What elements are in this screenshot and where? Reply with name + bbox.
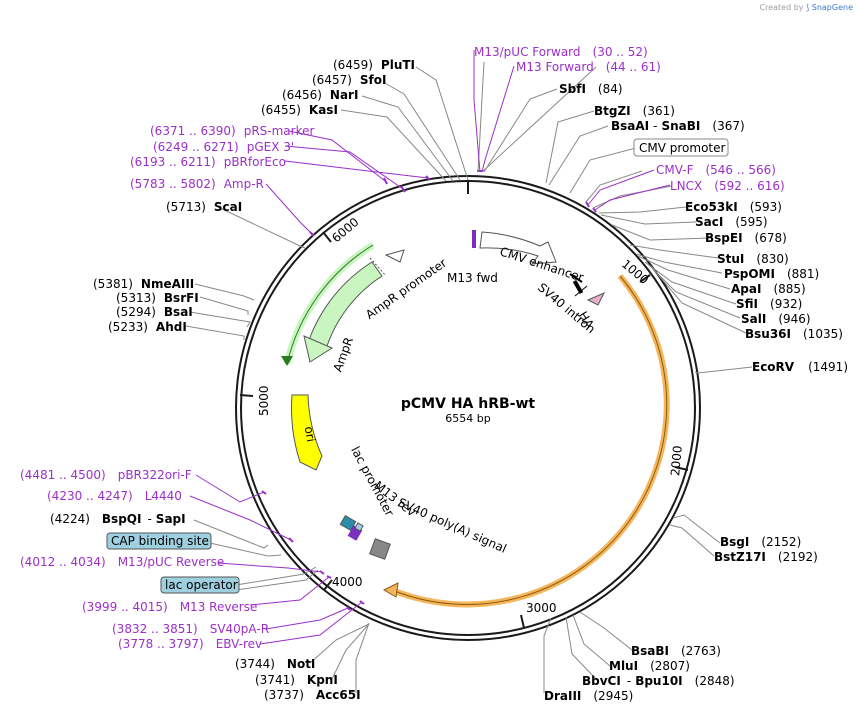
- eco53ki-site: Eco53kI(593): [685, 200, 782, 214]
- sali-site: SalI(946): [741, 312, 811, 326]
- bsai-site: (5294)BsaI: [116, 305, 193, 319]
- kasi-site: (6455)KasI: [261, 103, 338, 117]
- lac-promoter-label: lac promoter: [348, 444, 396, 518]
- tick-label-3000: 3000: [526, 601, 557, 615]
- pspomi-site: PspOMI(881): [724, 267, 819, 281]
- labels-bottom-right: BsgI(2152) BstZ17I(2192) BsaBI(2763) Mlu…: [544, 535, 818, 703]
- bspei-site: BspEI(678): [705, 231, 787, 245]
- labels-top-left: (6459)PluTI (6457)SfoI (6456)NarI (6455)…: [93, 58, 415, 334]
- mlui-site: MluI(2807): [609, 659, 690, 673]
- lac-region-features: [339, 514, 391, 560]
- orf-arrow-icon: [382, 582, 399, 598]
- btgzi-site: BtgZI(361): [594, 104, 675, 118]
- ampr-primer: (5783 .. 5802)Amp-R: [130, 177, 264, 191]
- nmeaiii-site: (5381)NmeAIII: [93, 277, 194, 291]
- tick-5000: [239, 394, 254, 397]
- ampr-promoter-arrow-icon: [384, 249, 405, 263]
- sfii-site: SfiI(932): [736, 297, 802, 311]
- ori-feature: ori: [291, 394, 323, 471]
- bstz17i-site: BstZ17I(2192): [714, 550, 818, 564]
- pgex-primer: (6249 .. 6271)pGEX 3': [153, 140, 294, 154]
- plasmid-size: 6554 bp: [445, 412, 490, 425]
- tick-3000: [520, 614, 525, 629]
- sfoi-site: (6457)SfoI: [312, 73, 386, 87]
- tick-marks: [239, 180, 689, 629]
- primer-leader-lines: [189, 50, 671, 645]
- cmv-promoter-label: CMV promoter: [639, 141, 726, 155]
- m13-reverse-primer: (3999 .. 4015)M13 Reverse: [82, 600, 257, 614]
- bsgi-site: BsgI(2152): [720, 535, 801, 549]
- m13puc-forward-primer: M13/pUC Forward(30 .. 52): [474, 45, 648, 59]
- created-by-text: Created by: [759, 3, 804, 12]
- tick-label-5000: 5000: [257, 385, 271, 416]
- m13puc-reverse-primer: (4012 .. 4034)M13/pUC Reverse: [20, 555, 224, 569]
- snapgene-brand: SnapGene: [811, 3, 853, 12]
- lac-operator-label: lac operator: [165, 578, 238, 592]
- ha-feature: [569, 273, 606, 306]
- ahdi-site: (5233)AhdI: [108, 320, 187, 334]
- kpni-site: (3741)KpnI: [255, 673, 338, 687]
- ampr-label: AmpR: [331, 335, 356, 373]
- scai-site: (5713)ScaI: [166, 200, 242, 214]
- stui-site: StuI(830): [717, 252, 789, 266]
- ori-label: ori: [302, 425, 318, 443]
- lac-operator-box: [160, 576, 240, 594]
- acc65i-site: (3737)Acc65I: [264, 688, 361, 702]
- tick-4000: [323, 579, 333, 591]
- tick-label-2000: 2000: [668, 445, 685, 477]
- ebv-rev-primer: (3778 .. 3797)EBV-rev: [118, 637, 262, 651]
- prs-marker-primer: (6371 .. 6390)pRS-marker: [150, 124, 314, 138]
- ecorv-site: EcoRV(1491): [752, 360, 848, 374]
- primer-ticks: [261, 170, 597, 611]
- labels-top-right: M13/pUC Forward(30 .. 52) M13 Forward(44…: [474, 45, 848, 374]
- cap-binding-site-label: CAP binding site: [111, 534, 209, 548]
- pbr322ori-f-primer: (4481 .. 4500)pBR322ori-F: [20, 468, 192, 482]
- cmv-enhancer-feature: [472, 230, 557, 265]
- sv40-polya-label: SV40 poly(A) signal: [396, 495, 509, 555]
- snapgene-credit: Created by ⟆ SnapGene: [760, 3, 853, 12]
- orf-feature: [382, 274, 670, 608]
- cmv-promoter-box: [633, 138, 729, 157]
- bsu36i-site: Bsu36I(1035): [745, 327, 843, 341]
- pbrforeco-primer: (6193 .. 6211)pBRforEco: [130, 155, 286, 169]
- m13-fwd-label: M13 fwd: [447, 271, 498, 285]
- snapgene-logo-icon: ⟆: [806, 3, 810, 12]
- saci-site: SacI(595): [695, 215, 768, 229]
- cap-binding-site-box: [106, 532, 212, 550]
- plasmid-title: pCMV HA hRB-wt 6554 bp: [401, 396, 536, 425]
- labels-bottom-left: (4481 .. 4500)pBR322ori-F (4230 .. 4247)…: [20, 468, 361, 702]
- ampr-arrow-icon: [281, 356, 293, 366]
- tick-label-4000: 4000: [332, 575, 363, 589]
- plui-site: (6459)PluTI: [333, 58, 415, 72]
- sv40pa-r-primer: (3832 .. 3851)SV40pA-R: [112, 622, 269, 636]
- tick-2000: [674, 466, 689, 471]
- nari-site: (6456)NarI: [282, 88, 358, 102]
- m13-forward-primer: M13 Forward(44 .. 61): [516, 60, 661, 74]
- sbfi-site: SbfI(84): [559, 82, 623, 96]
- cmv-f-primer: CMV-F(546 .. 566): [656, 163, 776, 177]
- tick-6000: [322, 231, 332, 243]
- bspqi-sapi-site: (4224)BspQI-SapI: [50, 512, 186, 526]
- ampr-feature: [281, 242, 405, 366]
- plasmid-name: pCMV HA hRB-wt: [401, 396, 536, 412]
- ampr-promoter-label: AmpR promoter: [363, 256, 449, 322]
- bsaai-snabi-site: BsaAI-SnaBI(367): [611, 119, 745, 133]
- bbvci-bpu10i-site: BbvCI-Bpu10I(2848): [582, 674, 735, 688]
- l4440-primer: (4230 .. 4247)L4440: [47, 489, 182, 503]
- bsrfi-site: (5313)BsrFI: [116, 291, 199, 305]
- draiii-site: DraIII(2945): [544, 689, 633, 703]
- bsabi-site: BsaBI(2763): [631, 644, 721, 658]
- noti-site: (3744)NotI: [235, 657, 315, 671]
- apai-site: ApaI(885): [731, 282, 806, 296]
- tick-1000: [639, 274, 651, 283]
- leader-lines: [185, 61, 753, 693]
- lncx-primer: LNCX(592 .. 616): [670, 179, 785, 193]
